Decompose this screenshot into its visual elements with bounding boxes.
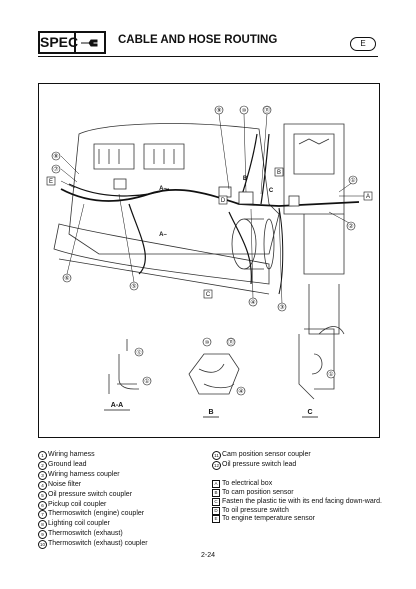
legend-text: Wiring harness — [48, 451, 95, 458]
page-number: 2-24 — [200, 552, 215, 559]
legend-text: To electrical box — [222, 479, 273, 487]
legend-number: 5 — [38, 490, 47, 500]
legend-text: Thermoswitch (exhaust) — [48, 530, 123, 538]
legend-number: 6 — [38, 500, 47, 510]
legend-text: Pickup coil coupler — [48, 500, 107, 508]
legend-text: Lighting coil coupler — [48, 520, 110, 528]
routing-diagram: ⑧ ⑦ E ⑥ ⑤ ⑨ ⑩ ⑪ ① A B D ② C ④ ③ A– A– B … — [38, 83, 380, 438]
page-title: CABLE AND HOSE ROUTING — [118, 34, 278, 46]
legend-letter: E — [212, 515, 220, 524]
legend-number: 12 — [212, 460, 221, 470]
legend-number: 8 — [38, 520, 47, 530]
header-rule — [38, 56, 378, 57]
legend-letter: B — [212, 488, 220, 497]
legend-text: Fasten the plastic tie with its end faci… — [222, 497, 382, 505]
legend-letter: A — [212, 479, 220, 488]
legend-number: 9 — [38, 530, 47, 540]
legend-text: Noise filter — [48, 480, 82, 488]
legend-text: Oil pressure switch lead — [222, 460, 297, 468]
language-badge: E — [350, 37, 376, 51]
legend-number: 3 — [38, 470, 47, 480]
legend-text: Wiring harness coupler — [48, 470, 120, 478]
legend-text: To cam position sensor — [222, 488, 294, 496]
legend-text: Cam position sensor coupler — [222, 451, 311, 458]
legend-number: 2 — [38, 460, 47, 470]
legend-number: 7 — [38, 510, 47, 520]
legend-text: Oil pressure switch coupler — [48, 490, 133, 498]
legend-letter: D — [212, 506, 220, 515]
legend-text: Thermoswitch (exhaust) coupler — [48, 540, 148, 548]
legend-text: To oil pressure switch — [222, 506, 289, 514]
legend-text: Ground lead — [48, 460, 87, 468]
legend-letter: C — [212, 497, 220, 506]
legend-text: Thermoswitch (engine) coupler — [48, 510, 145, 518]
legend-number: 1 — [38, 451, 47, 460]
engine-illustration — [53, 113, 364, 400]
legend-number: 4 — [38, 480, 47, 490]
wrench-icon — [76, 31, 106, 54]
legend-number: 11 — [212, 451, 221, 460]
legend-text: To engine temperature sensor — [222, 515, 315, 523]
spec-label: SPEC — [38, 31, 78, 54]
legend-number: 10 — [38, 540, 47, 550]
